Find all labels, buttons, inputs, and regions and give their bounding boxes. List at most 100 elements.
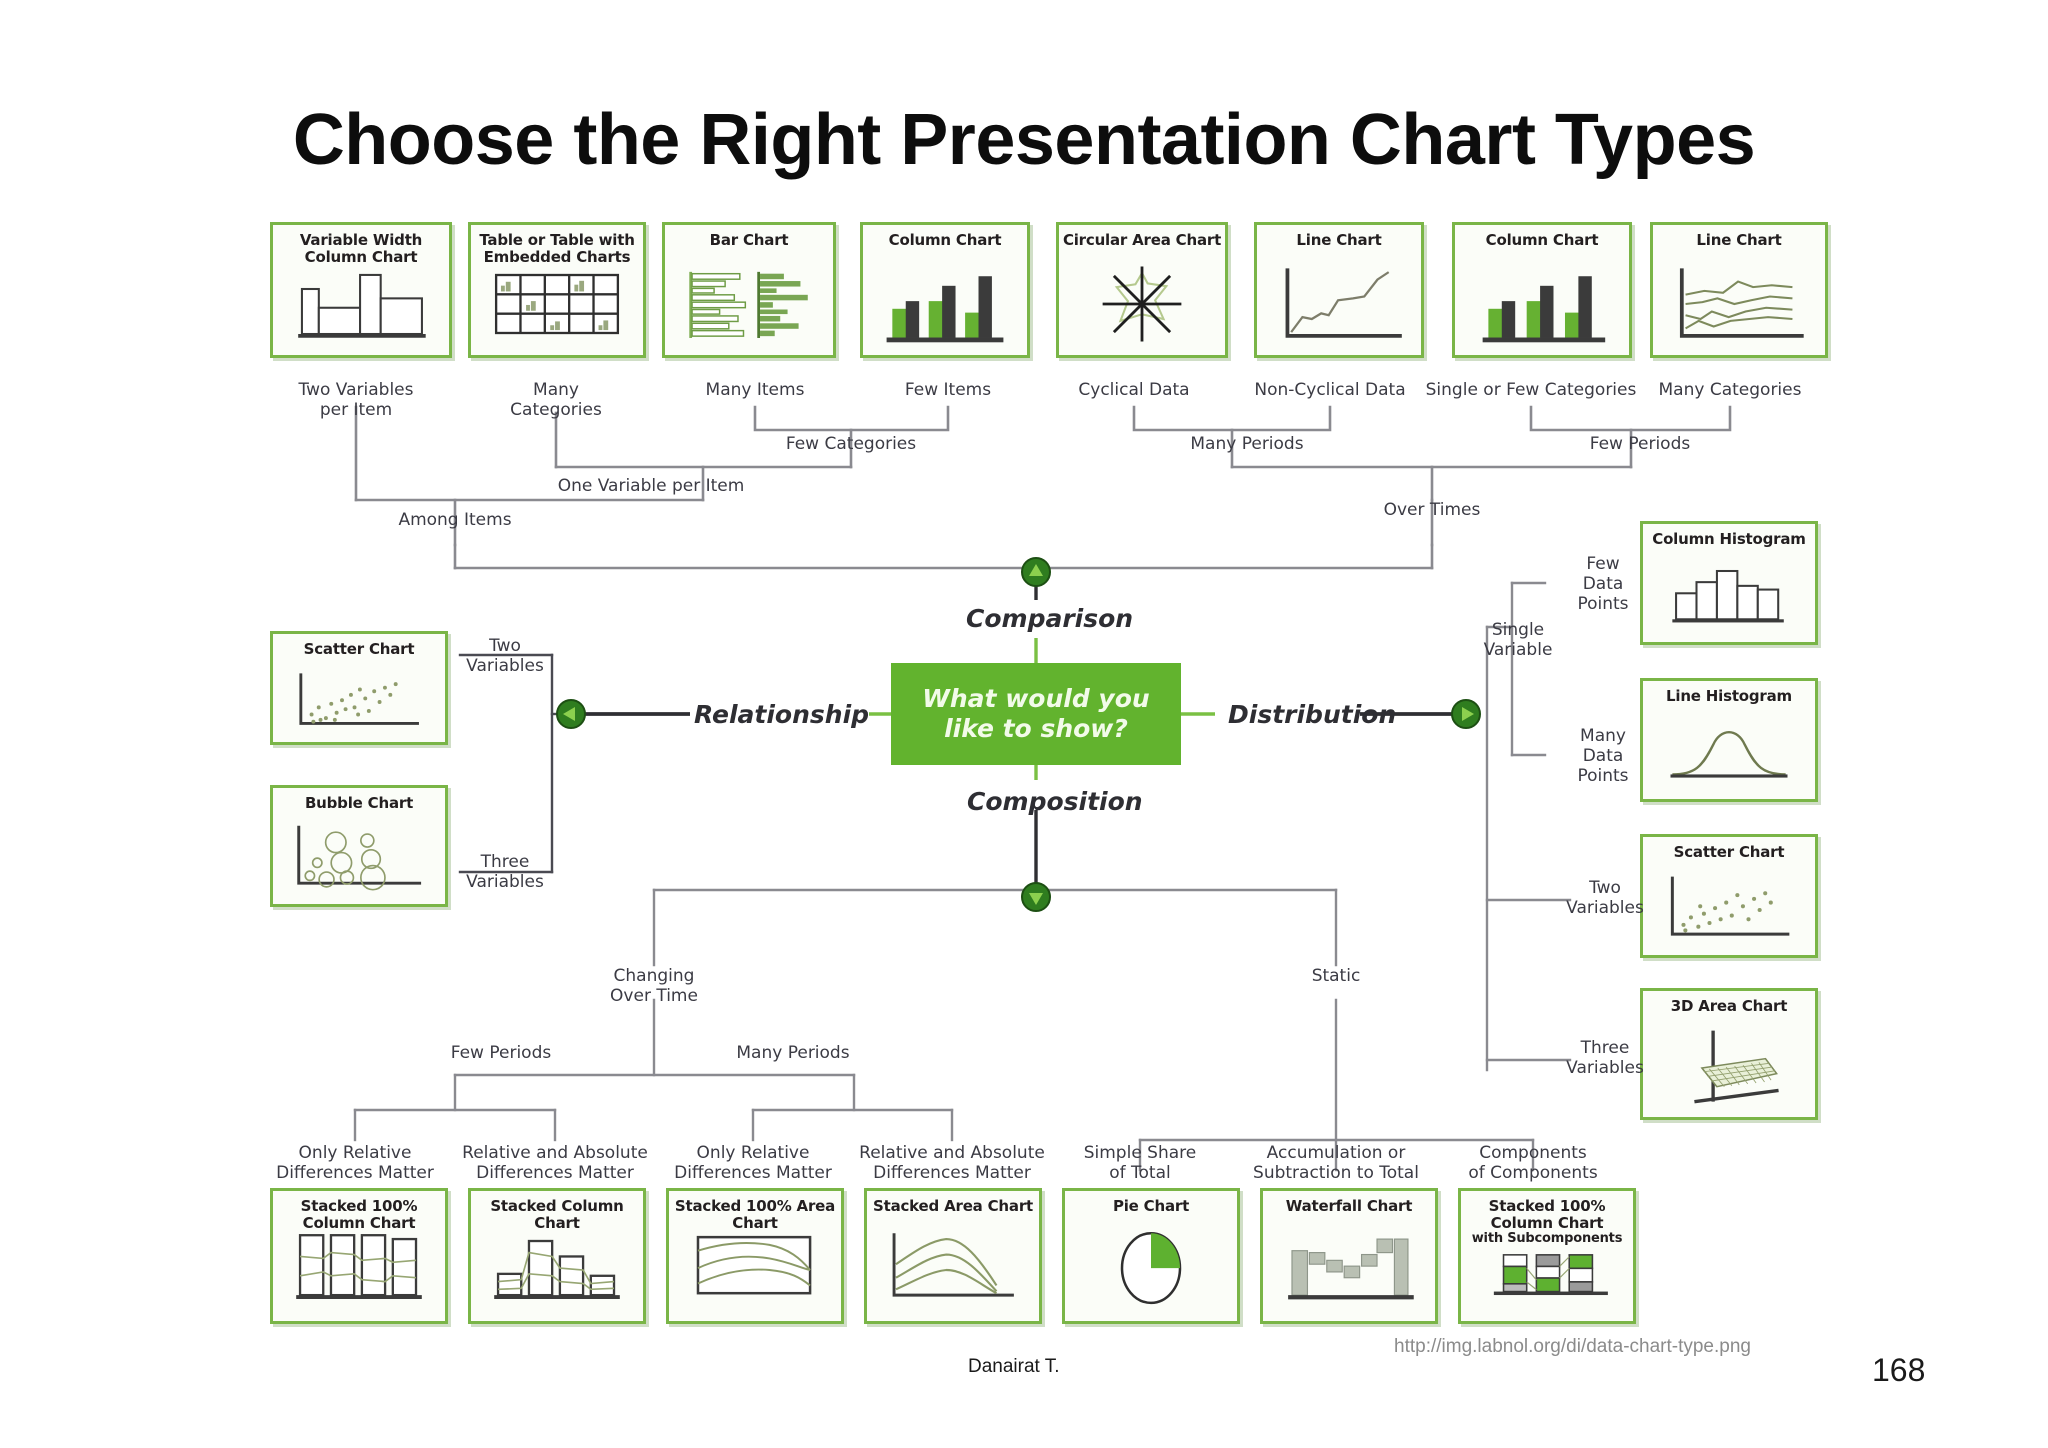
node-composition [1021, 882, 1051, 912]
branch-label-distribution: Distribution [1228, 700, 1397, 729]
card-stacked-column-chart[interactable]: Stacked Column Chart [468, 1188, 646, 1324]
label-many-data-points: Many Data Points [1577, 726, 1629, 787]
branch-label-comparison: Comparison [966, 604, 1134, 633]
label-relative-absolute-differences-1: Relative and Absolute Differences Matter [462, 1143, 648, 1184]
column-chart-icon [863, 259, 1027, 349]
pie-chart-icon [1065, 1225, 1237, 1315]
label-two-variables-per-item: Two Variables per Item [298, 380, 414, 421]
card-scatter-chart-relationship[interactable]: Scatter Chart [270, 631, 448, 745]
line-histogram-icon [1643, 715, 1815, 793]
source-url: http://img.labnol.org/di/data-chart-type… [1394, 1336, 1751, 1357]
scatter-chart-icon [273, 668, 445, 736]
card-waterfall-chart[interactable]: Waterfall Chart [1260, 1188, 1438, 1324]
label-many-categories-left: Many Categories [510, 380, 602, 421]
card-stacked-100-column-chart[interactable]: Stacked 100% Column Chart [270, 1188, 448, 1324]
label-non-cyclical-data: Non-Cyclical Data [1254, 380, 1406, 400]
node-relationship [556, 699, 586, 729]
card-title: Line Chart [1696, 231, 1782, 249]
page-number: 168 [1872, 1352, 1926, 1388]
node-distribution [1451, 699, 1481, 729]
label-changing-over-time: Changing Over Time [610, 966, 698, 1007]
card-variable-width-column-chart[interactable]: Variable Width Column Chart [270, 222, 452, 358]
card-title: Scatter Chart [1673, 843, 1785, 861]
card-3d-area-chart[interactable]: 3D Area Chart [1640, 988, 1818, 1120]
stacked-100-column-chart-icon [273, 1225, 445, 1315]
label-relative-absolute-differences-2: Relative and Absolute Differences Matter [859, 1143, 1045, 1184]
branch-label-composition: Composition [967, 787, 1143, 816]
center-question-text: What would you like to show? [922, 683, 1150, 744]
card-line-histogram[interactable]: Line Histogram [1640, 678, 1818, 802]
card-line-chart-many-categories[interactable]: Line Chart [1650, 222, 1828, 358]
center-question-box: What would you like to show? [891, 663, 1181, 765]
3d-area-chart-icon [1643, 1025, 1815, 1111]
column-chart-icon [1455, 259, 1629, 349]
card-title: Stacked 100% Column Chart [300, 1197, 418, 1232]
label-simple-share-of-total: Simple Share of Total [1083, 1143, 1197, 1184]
label-three-variables-distribution: Three Variables [1566, 1038, 1644, 1079]
label-few-data-points: Few Data Points [1577, 554, 1629, 615]
card-stacked-100-area-chart[interactable]: Stacked 100% Area Chart [666, 1188, 844, 1324]
label-among-items: Among Items [398, 510, 512, 530]
card-title: 3D Area Chart [1670, 997, 1788, 1015]
label-only-relative-differences-2: Only Relative Differences Matter [674, 1143, 832, 1184]
table-embedded-charts-icon [471, 259, 643, 349]
label-over-times: Over Times [1383, 500, 1481, 520]
card-title: Line Histogram [1666, 687, 1792, 705]
variable-width-column-chart-icon [273, 259, 449, 349]
stacked-100-column-subcomponents-icon [1461, 1243, 1633, 1315]
bar-chart-icon [665, 259, 833, 349]
label-few-items: Few Items [904, 380, 992, 400]
card-stacked-area-chart[interactable]: Stacked Area Chart [864, 1188, 1042, 1324]
waterfall-chart-icon [1263, 1225, 1435, 1315]
label-single-or-few-categories: Single or Few Categories [1425, 380, 1637, 400]
card-column-chart-few-items[interactable]: Column Chart [860, 222, 1030, 358]
bubble-chart-icon [273, 822, 445, 898]
label-two-variables-relationship: Two Variables [466, 636, 544, 677]
card-bubble-chart-relationship[interactable]: Bubble Chart [270, 785, 448, 907]
card-column-histogram[interactable]: Column Histogram [1640, 521, 1818, 645]
label-single-variable: Single Variable [1483, 620, 1553, 661]
line-chart-many-series-icon [1653, 259, 1825, 349]
card-title: Waterfall Chart [1285, 1197, 1413, 1215]
card-table-embedded-charts[interactable]: Table or Table with Embedded Charts [468, 222, 646, 358]
card-pie-chart[interactable]: Pie Chart [1062, 1188, 1240, 1324]
card-line-chart-non-cyclical[interactable]: Line Chart [1254, 222, 1424, 358]
card-scatter-chart-distribution[interactable]: Scatter Chart [1640, 834, 1818, 958]
card-bar-chart[interactable]: Bar Chart [662, 222, 836, 358]
card-title: Column Chart [888, 231, 1002, 249]
label-static: Static [1311, 966, 1361, 986]
author-credit: Danairat T. [968, 1356, 1060, 1377]
label-accumulation-subtraction: Accumulation or Subtraction to Total [1253, 1143, 1419, 1184]
label-three-variables-relationship: Three Variables [466, 852, 544, 893]
card-title: Pie Chart [1112, 1197, 1190, 1215]
line-chart-icon [1257, 259, 1421, 349]
card-title: Variable Width Column Chart [299, 231, 423, 266]
card-title: Circular Area Chart [1062, 231, 1222, 249]
branch-label-relationship: Relationship [694, 700, 870, 729]
node-comparison [1021, 557, 1051, 587]
label-many-periods-bottom: Many Periods [736, 1043, 850, 1063]
label-many-periods-top: Many Periods [1190, 434, 1304, 454]
label-two-variables-distribution: Two Variables [1566, 878, 1644, 919]
stacked-area-chart-icon [867, 1225, 1039, 1315]
card-title: Scatter Chart [303, 640, 415, 658]
card-title: Column Chart [1485, 231, 1599, 249]
card-title: Stacked Area Chart [873, 1197, 1033, 1215]
card-title: Table or Table with Embedded Charts [479, 231, 635, 266]
label-only-relative-differences-1: Only Relative Differences Matter [276, 1143, 434, 1184]
stacked-column-chart-icon [471, 1225, 643, 1315]
card-circular-area-chart[interactable]: Circular Area Chart [1056, 222, 1228, 358]
label-few-periods-bottom: Few Periods [450, 1043, 552, 1063]
stacked-100-area-chart-icon [669, 1225, 841, 1315]
card-title: Line Chart [1296, 231, 1382, 249]
card-title: Bar Chart [709, 231, 789, 249]
card-column-chart-single-or-few[interactable]: Column Chart [1452, 222, 1632, 358]
card-title: Stacked Column Chart [490, 1197, 624, 1232]
column-histogram-icon [1643, 558, 1815, 636]
card-subtitle: with Subcomponents [1471, 1230, 1623, 1246]
label-components-of-components: Components of Components [1468, 1143, 1598, 1184]
